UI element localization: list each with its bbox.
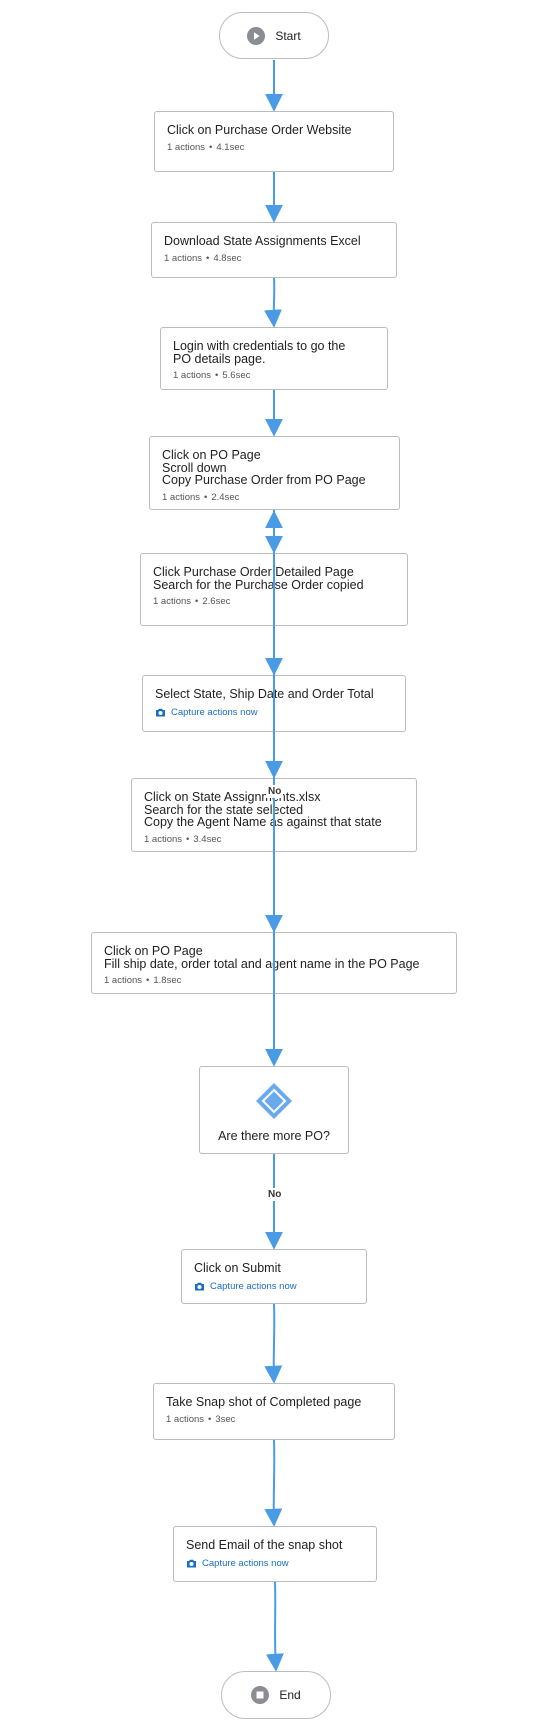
step-meta: 1 actions•3.4sec xyxy=(144,833,222,845)
step-meta: 1 actions•4.8sec xyxy=(164,252,242,264)
start-node[interactable]: Start xyxy=(219,12,329,59)
decision-more-po[interactable]: Are there more PO? xyxy=(199,1066,349,1154)
stop-icon xyxy=(251,1686,270,1704)
start-label: Start xyxy=(275,28,301,43)
capture-actions-link[interactable]: Capture actions now xyxy=(155,707,393,718)
step-login[interactable]: Login with credentials to go the PO deta… xyxy=(160,327,388,390)
action-count: 1 actions xyxy=(173,370,212,381)
step-title: Download State Assignments Excel xyxy=(164,234,361,248)
edge-email-to-end xyxy=(265,1581,284,1672)
step-send-email[interactable]: Send Email of the snap shot Capture acti… xyxy=(173,1526,377,1582)
end-label: End xyxy=(279,1688,301,1702)
step-title: Click on Submit xyxy=(194,1261,281,1275)
step-po-detailed-page[interactable]: Click Purchase Order Detailed Page Searc… xyxy=(140,553,408,626)
camera-icon xyxy=(195,1282,204,1290)
edge-snapshot-to-email xyxy=(264,1439,283,1527)
step-meta: 1 actions•3sec xyxy=(166,1413,236,1425)
edge-step2-to-step3 xyxy=(264,277,282,328)
step-title: Click on State Assignments.xlsx Search f… xyxy=(144,790,382,829)
edge-submit-to-snapshot xyxy=(264,1303,283,1384)
step-title: Take Snap shot of Completed page xyxy=(166,1395,362,1409)
action-count: 1 actions xyxy=(104,975,143,986)
step-take-snapshot[interactable]: Take Snap shot of Completed page 1 actio… xyxy=(153,1383,395,1440)
step-fill-po-page[interactable]: Click on PO Page Fill ship date, order t… xyxy=(91,932,457,994)
step-meta: 1 actions•2.6sec xyxy=(153,596,231,607)
step-title: Send Email of the snap shot xyxy=(186,1538,343,1552)
duration: 3sec xyxy=(215,1413,236,1425)
action-count: 1 actions xyxy=(164,252,203,264)
step-meta: 1 actions•2.4sec xyxy=(162,491,240,503)
decision-question: Are there more PO? xyxy=(218,1129,330,1143)
duration: 4.1sec xyxy=(216,141,245,153)
camera-icon xyxy=(156,708,165,716)
step-title: Click Purchase Order Detailed Page Searc… xyxy=(153,565,364,592)
step-click-submit[interactable]: Click on Submit Capture actions now xyxy=(181,1249,367,1304)
duration: 2.6sec xyxy=(202,596,231,607)
step-click-po-page[interactable]: Click on PO Page Scroll down Copy Purcha… xyxy=(149,436,400,510)
action-count: 1 actions xyxy=(162,491,201,503)
exit-no-label: No xyxy=(266,1188,284,1201)
step-download-excel[interactable]: Download State Assignments Excel 1 actio… xyxy=(151,222,397,278)
play-icon xyxy=(247,26,266,45)
step-meta: 1 actions•5.6sec xyxy=(173,370,251,381)
duration: 5.6sec xyxy=(222,370,251,381)
diamond-icon xyxy=(200,1081,348,1121)
duration: 4.8sec xyxy=(213,252,242,264)
capture-actions-link[interactable]: Capture actions now xyxy=(194,1281,354,1292)
action-count: 1 actions xyxy=(166,1413,205,1425)
loop-no-label: No xyxy=(266,785,284,798)
step-title: Login with credentials to go the PO deta… xyxy=(173,339,346,366)
action-count: 1 actions xyxy=(153,596,192,607)
end-node[interactable]: End xyxy=(221,1671,331,1719)
duration: 2.4sec xyxy=(211,491,240,503)
step-title: Click on Purchase Order Website xyxy=(167,123,352,137)
duration: 1.8sec xyxy=(153,975,182,986)
duration: 3.4sec xyxy=(193,833,222,845)
step-select-state[interactable]: Select State, Ship Date and Order Total … xyxy=(142,675,406,732)
step-meta: 1 actions•1.8sec xyxy=(104,975,182,986)
action-count: 1 actions xyxy=(144,833,183,845)
step-click-po-website[interactable]: Click on Purchase Order Website 1 action… xyxy=(154,111,394,172)
action-count: 1 actions xyxy=(167,141,206,153)
step-title: Select State, Ship Date and Order Total xyxy=(155,687,374,701)
capture-actions-link[interactable]: Capture actions now xyxy=(186,1558,364,1569)
step-title: Click on PO Page Fill ship date, order t… xyxy=(104,944,420,971)
step-title: Click on PO Page Scroll down Copy Purcha… xyxy=(162,448,366,487)
camera-icon xyxy=(187,1559,196,1567)
step-meta: 1 actions•4.1sec xyxy=(167,141,245,153)
